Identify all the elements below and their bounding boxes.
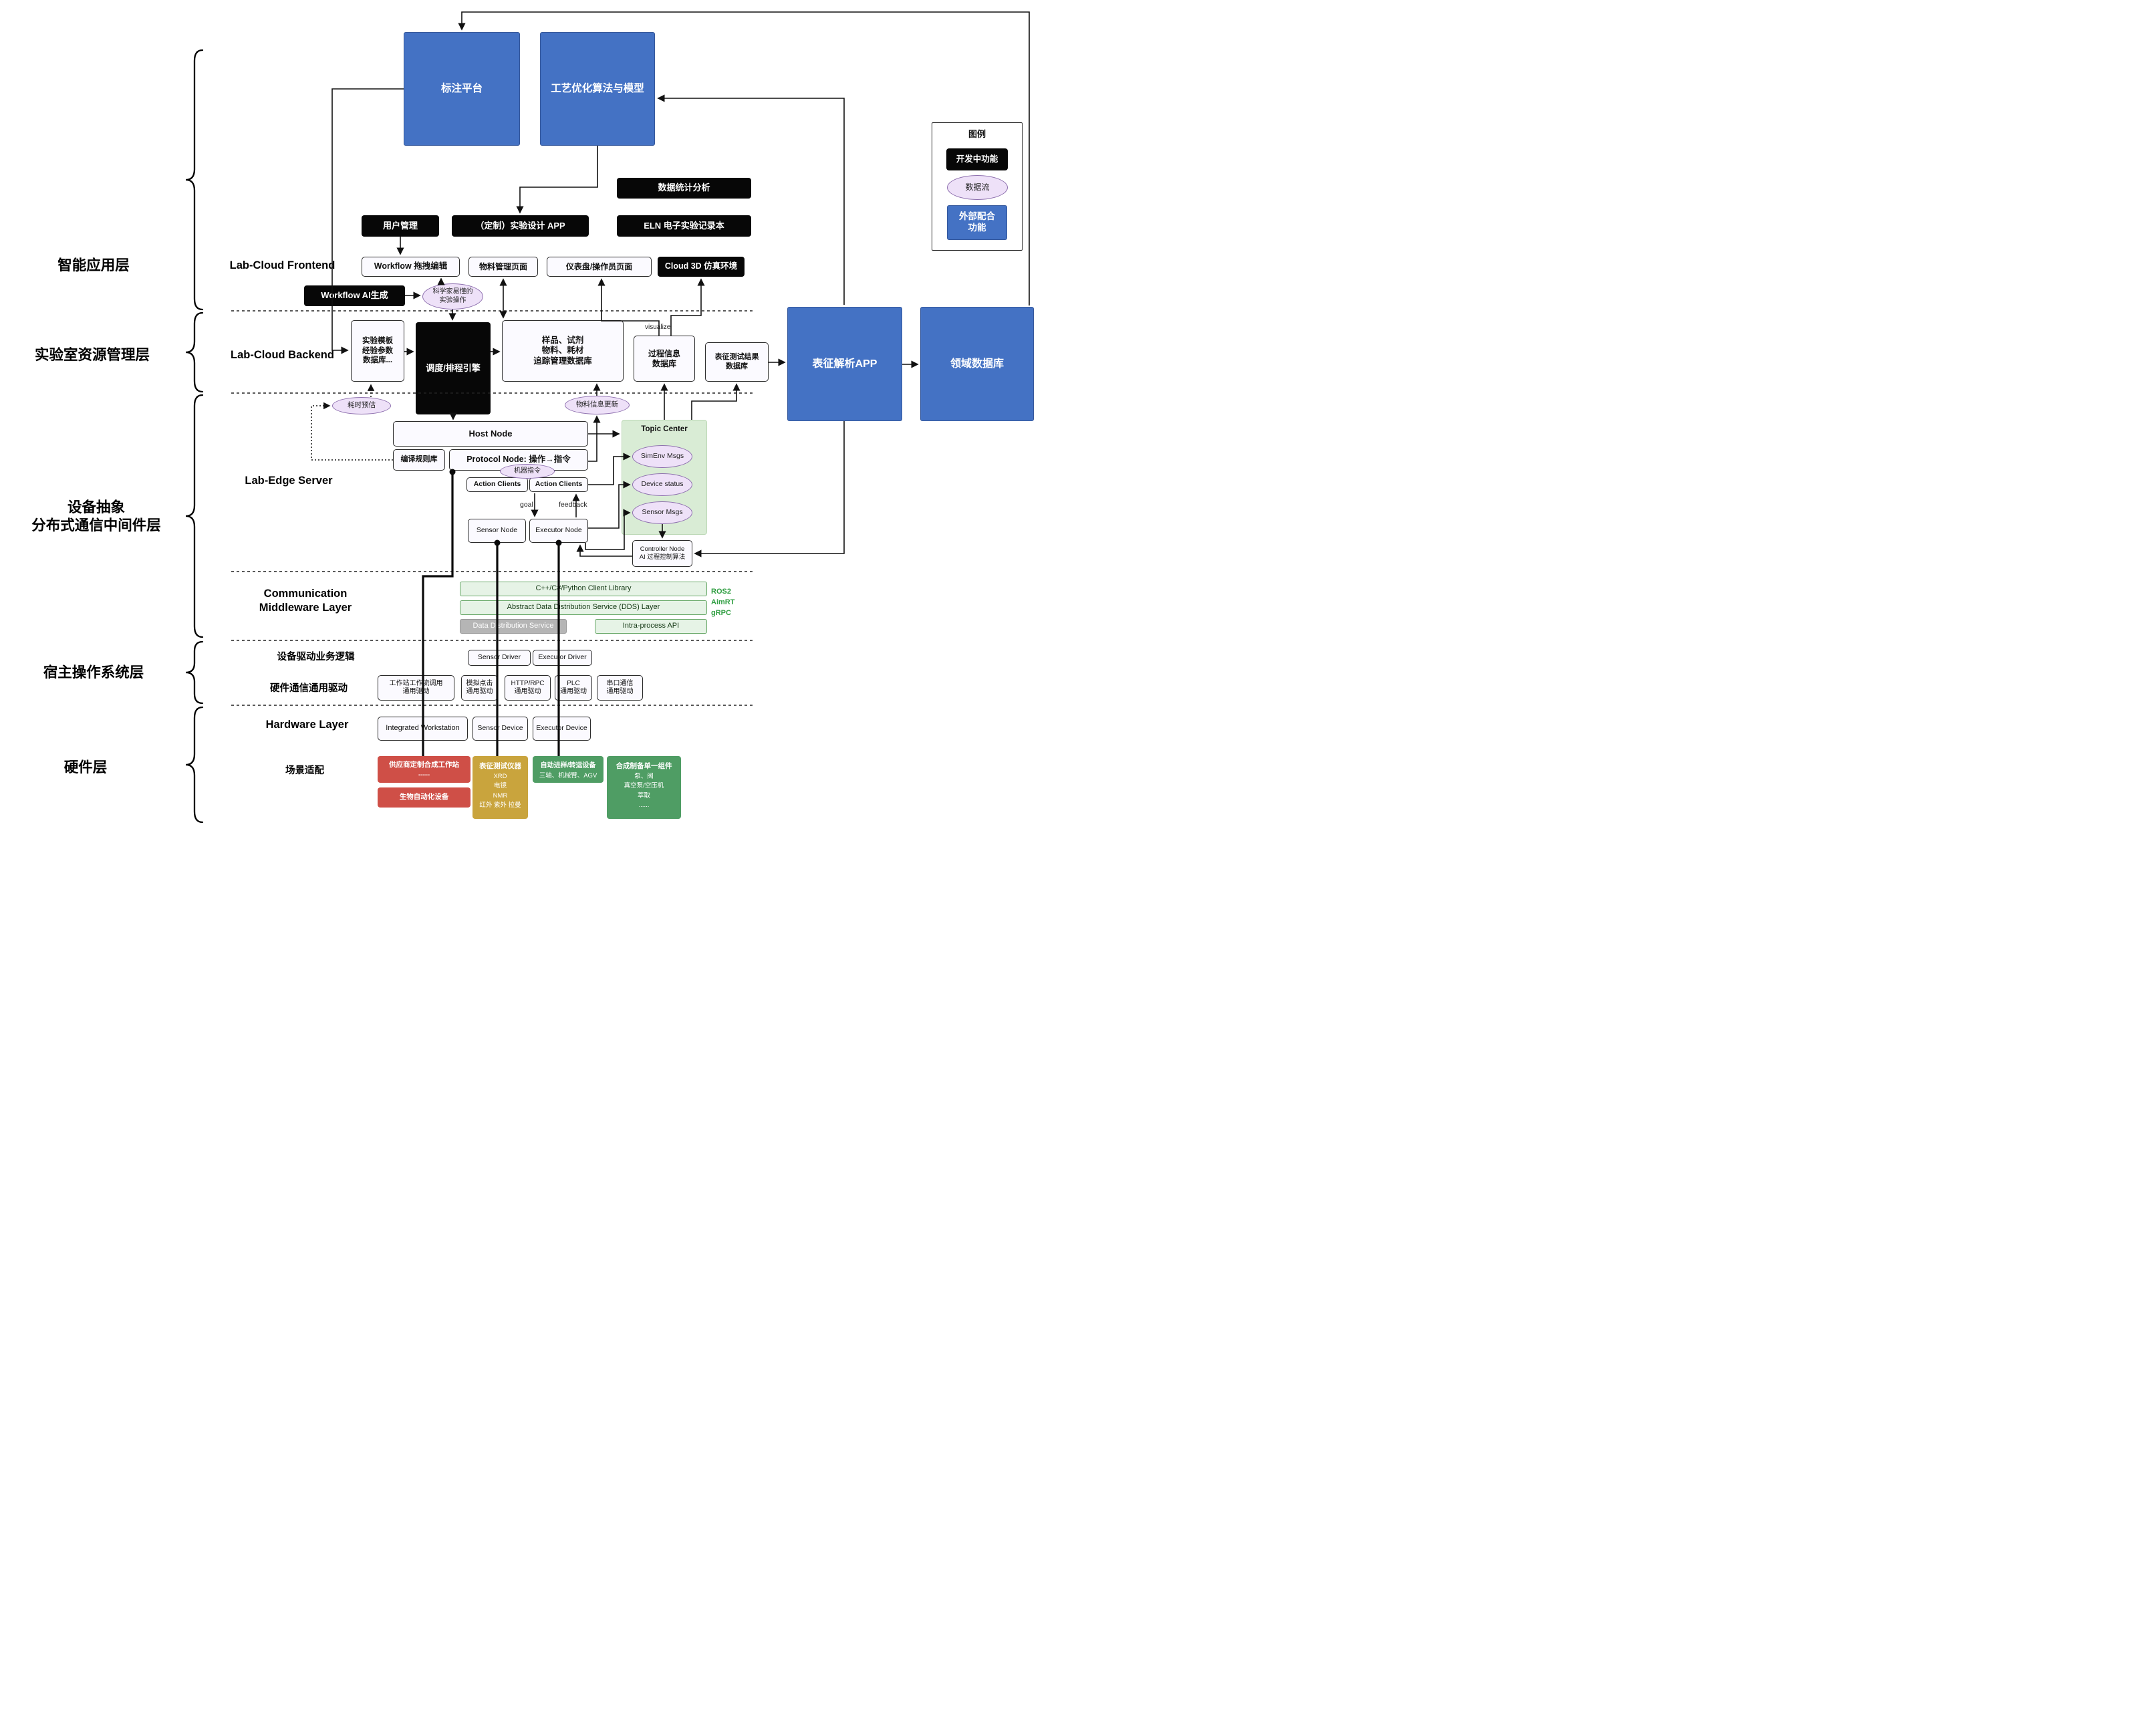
executor-node-box: Executor Node: [529, 519, 588, 543]
char-instruments-title: 表征测试仪器: [479, 762, 521, 770]
process-info-db-box: 过程信息 数据库: [634, 336, 695, 382]
simenv-msgs-ellipse: SimEnv Msgs: [632, 445, 692, 468]
section-label-backend: Lab-Cloud Backend: [231, 348, 334, 361]
transfer-equipment-items: 三轴、机械臂、AGV: [539, 772, 597, 779]
legend-external-swatch: 外部配合 功能: [947, 205, 1007, 240]
layer-label-host-os: 宿主操作系统层: [43, 664, 144, 681]
layer-label-app: 智能应用层: [57, 257, 130, 273]
host-node-box: Host Node: [393, 421, 588, 447]
section-label-scenario: 场景适配: [285, 765, 324, 776]
data-stats-box: 数据统计分析: [617, 178, 751, 199]
synthesis-components-items: 泵、阀 真空泵/空压机 萃取 ......: [624, 773, 664, 809]
annotation-platform-box: 标注平台: [404, 32, 520, 146]
sensor-node-box: Sensor Node: [468, 519, 526, 543]
material-update-ellipse: 物料信息更新: [565, 396, 630, 414]
domain-db-box: 领域数据库: [920, 307, 1034, 421]
machine-cmd-ellipse: 机器指令: [500, 464, 555, 479]
char-instruments-items: XRD 电镜 NMR 红外 紫外 拉曼: [479, 773, 521, 809]
dotted-estimate-lines: [311, 384, 393, 461]
layer-label-abstraction: 设备抽象 分布式通信中间件层: [31, 499, 161, 533]
executor-driver-box: Executor Driver: [533, 650, 592, 666]
process-optimization-box: 工艺优化算法与模型: [540, 32, 655, 146]
serial-driver-box: 串口通信 通用驱动: [597, 675, 643, 701]
rule-lib-box: 编译规则库: [393, 449, 445, 471]
visualize-label: visualize: [645, 324, 671, 331]
bio-automation-box: 生物自动化设备: [378, 787, 470, 808]
section-label-hardware-layer: Hardware Layer: [265, 718, 349, 731]
device-status-ellipse: Device status: [632, 473, 692, 496]
section-label-frontend: Lab-Cloud Frontend: [229, 259, 335, 271]
eln-box: ELN 电子实验记录本: [617, 215, 751, 237]
workflow-ai-box: Workflow AI生成: [304, 285, 405, 306]
sample-tracking-db-box: 样品、试剂 物料、耗材 追踪管理数据库: [502, 320, 624, 382]
controller-node-box: Controller Node AI 过程控制算法: [632, 540, 692, 567]
synthesis-components-title: 合成制备单一组件: [616, 762, 672, 770]
feedback-label: feedback: [559, 501, 587, 509]
section-label-hw-driver: 硬件通信通用驱动: [270, 683, 348, 694]
transfer-equipment-title: 自动进样/转运设备: [540, 762, 596, 769]
sensor-device-box: Sensor Device: [473, 717, 528, 741]
goal-label: goal: [520, 501, 533, 509]
material-page-box: 物料管理页面: [468, 257, 538, 277]
legend-dataflow-swatch: 数据流: [947, 175, 1008, 200]
layer-label-resource: 实验室资源管理层: [34, 346, 150, 363]
plc-driver-box: PLC 通用驱动: [555, 675, 592, 701]
action-clients-box-2: Action Clients: [529, 477, 588, 492]
time-estimate-ellipse: 耗时预估: [332, 397, 391, 414]
client-library-row: C++/C#/Python Client Library: [460, 582, 707, 596]
synthesis-components-box: 合成制备单一组件 泵、阀 真空泵/空压机 萃取 ......: [607, 756, 681, 819]
integrated-workstation-box: Integrated Workstation: [378, 717, 468, 741]
action-clients-box-1: Action Clients: [466, 477, 528, 492]
transfer-equipment-box: 自动进样/转运设备 三轴、机械臂、AGV: [533, 756, 603, 783]
section-label-comm-middleware: Communication Middleware Layer: [259, 588, 352, 614]
click-driver-box: 模拟点击 通用驱动: [461, 675, 498, 701]
user-mgmt-box: 用户管理: [362, 215, 439, 237]
legend-developing-swatch: 开发中功能: [946, 148, 1008, 170]
dds-layer-row: Abstract Data Distribution Service (DDS)…: [460, 600, 707, 615]
template-db-box: 实验模板 经验参数 数据库...: [351, 320, 404, 382]
cloud-3d-box: Cloud 3D 仿真环境: [658, 257, 745, 277]
section-label-edge-server: Lab-Edge Server: [245, 474, 333, 487]
middleware-frameworks-label: ROS2 AimRT gRPC: [711, 588, 735, 617]
layer-braces: [185, 49, 204, 824]
vendor-workstation-box: 供应商定制合成工作站 ......: [378, 756, 470, 783]
topic-center-title: Topic Center: [641, 424, 688, 433]
executor-device-box: Executor Device: [533, 717, 591, 741]
dds-service-row: Data Distribution Service: [460, 619, 567, 634]
char-result-db-box: 表征测试结果 数据库: [705, 342, 769, 382]
workstation-driver-box: 工作站工作流调用 通用驱动: [378, 675, 454, 701]
http-rpc-driver-box: HTTP/RPC 通用驱动: [505, 675, 551, 701]
layer-label-hardware: 硬件层: [63, 759, 108, 775]
legend-title: 图例: [968, 128, 986, 139]
intra-process-api-row: Intra-process API: [595, 619, 707, 634]
dashboard-page-box: 仪表盘/操作员页面: [547, 257, 652, 277]
char-analysis-app-box: 表征解析APP: [787, 307, 902, 421]
scheduler-engine-box: 调度/排程引擎: [416, 322, 491, 414]
char-instruments-box: 表征测试仪器 XRD 电镜 NMR 红外 紫外 拉曼: [473, 756, 528, 819]
sensor-msgs-ellipse: Sensor Msgs: [632, 501, 692, 524]
sensor-driver-box: Sensor Driver: [468, 650, 531, 666]
experiment-design-app-box: （定制）实验设计 APP: [452, 215, 589, 237]
workflow-edit-box: Workflow 拖拽编辑: [362, 257, 460, 277]
section-label-driver-logic: 设备驱动业务逻辑: [277, 651, 355, 662]
architecture-diagram: 智能应用层 实验室资源管理层 设备抽象 分布式通信中间件层 宿主操作系统层 硬件…: [0, 0, 1043, 832]
scientist-ops-ellipse: 科学家易懂的 实验操作: [422, 283, 483, 310]
